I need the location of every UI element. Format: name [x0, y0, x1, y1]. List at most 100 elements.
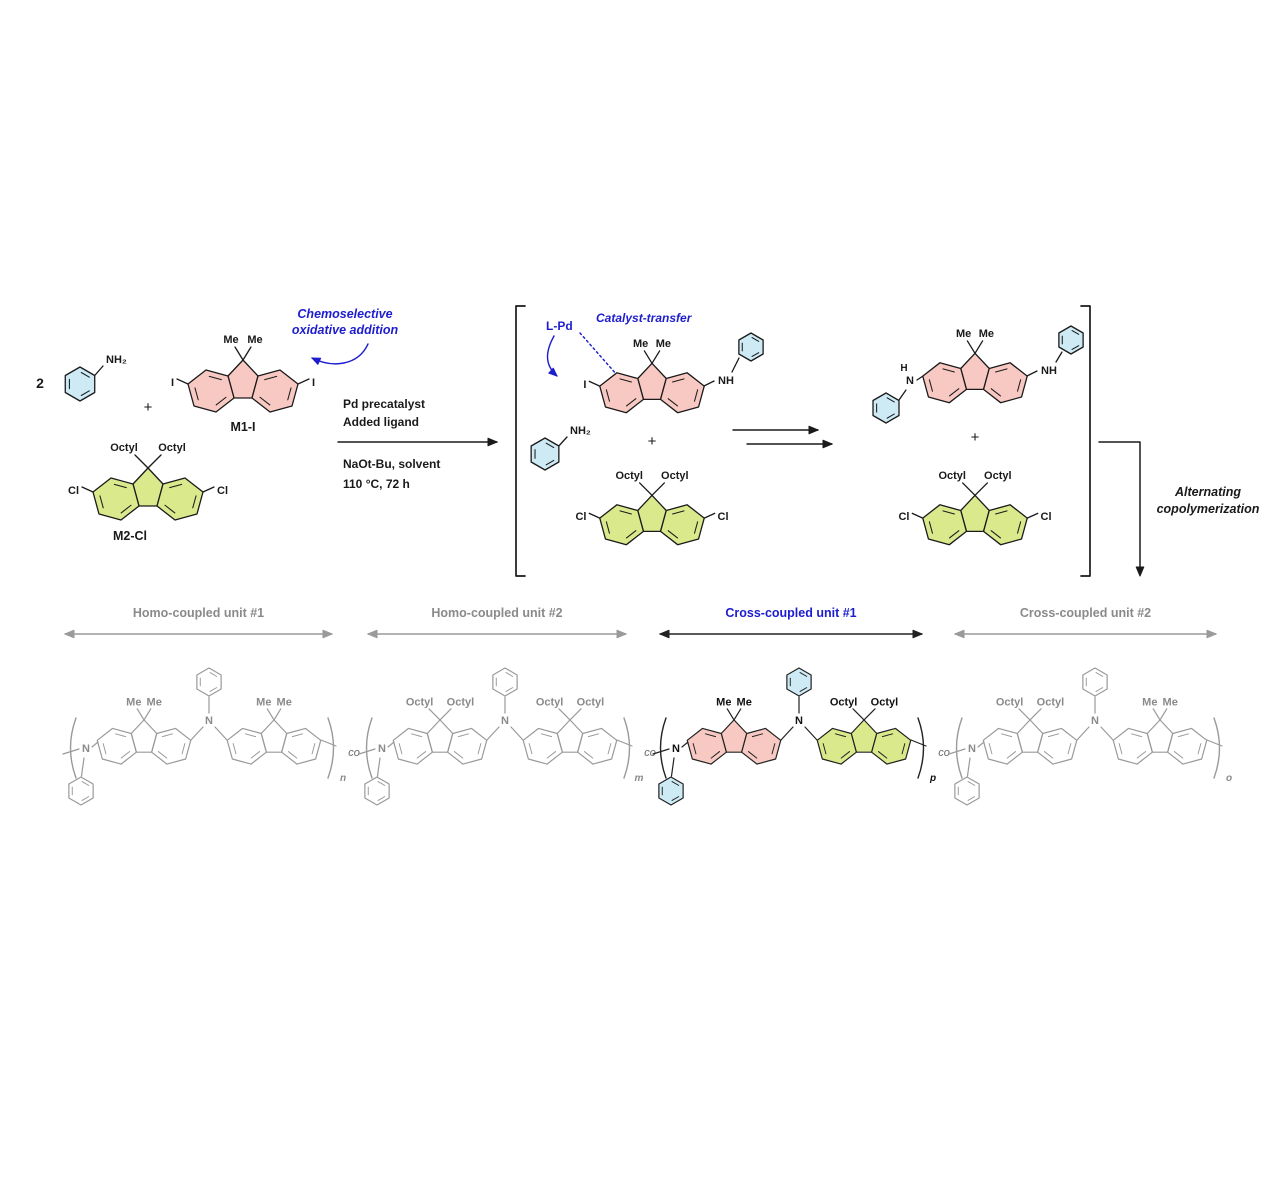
aromatic-inner-bond — [886, 397, 895, 403]
aromatic-inner-bond — [822, 743, 827, 755]
bond — [558, 436, 568, 447]
aromatic-inner-bond — [1006, 751, 1017, 759]
bond — [214, 726, 228, 741]
annotation-alternating: Alternating — [1174, 485, 1241, 499]
bond — [651, 350, 661, 364]
arrowhead — [1135, 566, 1145, 577]
aromatic-inner-bond — [995, 368, 1008, 373]
aromatic-inner-bond — [528, 743, 533, 755]
phenyl-ring — [196, 667, 222, 697]
aromatic-inner-bond — [1000, 733, 1013, 738]
fluorene-benzo-ring — [686, 727, 727, 765]
substituent-label: Octyl — [1037, 696, 1065, 708]
arrowhead — [808, 425, 819, 435]
bond — [439, 708, 452, 721]
parenthesis — [623, 717, 631, 779]
bond — [486, 726, 500, 741]
arrowhead — [912, 629, 923, 639]
substituent-label: Cl — [898, 511, 909, 523]
fluorene-benzo-ring — [281, 727, 322, 765]
aromatic-inner-bond — [1173, 751, 1184, 759]
substituent-label: Octyl — [406, 696, 434, 708]
aromatic-inner-bond — [410, 733, 423, 738]
aromatic-inner-bond — [667, 530, 679, 539]
bond — [190, 726, 204, 741]
fluorene-benzo-ring — [659, 504, 705, 546]
bond — [916, 375, 924, 381]
aromatic-inner-bond — [995, 510, 1008, 515]
substituent-label: Me — [1163, 696, 1178, 708]
aromatic-inner-bond — [99, 495, 104, 509]
bond — [91, 741, 99, 748]
aromatic-inner-bond — [625, 398, 637, 407]
aromatic-inner-bond — [710, 751, 721, 759]
unit-label: Homo-coupled unit #1 — [133, 606, 264, 620]
substituent-label: Me — [147, 696, 162, 708]
bond — [136, 708, 145, 721]
aromatic-inner-bond — [546, 751, 557, 759]
aromatic-inner-bond — [881, 733, 894, 738]
substituent-label: Octyl — [984, 470, 1012, 482]
aromatic-inner-bond — [771, 743, 776, 755]
aromatic-inner-bond — [545, 459, 555, 466]
bond — [176, 378, 189, 385]
bond — [558, 708, 571, 721]
fluorene-benzo-ring — [96, 727, 137, 765]
aromatic-inner-bond — [80, 390, 90, 397]
aromatic-inner-bond — [215, 396, 227, 406]
aromatic-inner-bond — [80, 371, 90, 378]
aromatic-inner-bond — [901, 743, 906, 755]
aromatic-inner-bond — [928, 379, 933, 392]
co-label: co — [644, 747, 656, 759]
aromatic-inner-bond — [747, 751, 758, 759]
fluorene-five-ring — [960, 494, 990, 533]
bond — [966, 757, 971, 777]
aromatic-inner-bond — [1017, 521, 1022, 534]
bond — [81, 486, 94, 493]
substituent-label: Me — [979, 328, 994, 340]
amine-label: NH — [1041, 365, 1057, 377]
amine-label: N — [378, 743, 386, 755]
bond — [358, 748, 376, 755]
bond — [1055, 351, 1063, 363]
substituent-label: Octyl — [938, 470, 966, 482]
aromatic-inner-bond — [377, 781, 386, 786]
amine-label: N — [795, 715, 803, 727]
aromatic-inner-bond — [377, 796, 386, 801]
aromatic-inner-bond — [505, 687, 514, 692]
phenyl-ring — [1082, 667, 1108, 697]
bond — [1026, 370, 1038, 377]
amine-label: N — [82, 743, 90, 755]
aromatic-inner-bond — [194, 387, 199, 401]
aromatic-inner-bond — [1197, 743, 1202, 755]
condition-line: Added ligand — [343, 415, 419, 429]
aromatic-inner-bond — [114, 733, 127, 738]
aromatic-inner-bond — [751, 337, 760, 342]
aromatic-inner-bond — [948, 530, 960, 539]
fluorene-benzo-ring — [599, 372, 645, 414]
annotation-chemoselective: Chemoselective — [297, 307, 392, 321]
annotation-alternating: copolymerization — [1157, 502, 1260, 516]
fluorene-five-ring — [426, 719, 454, 753]
aromatic-inner-bond — [667, 398, 679, 407]
bond — [962, 482, 976, 496]
substituent-label: Octyl — [110, 442, 138, 454]
fluorene-benzo-ring — [522, 727, 563, 765]
lpd-label: L-Pd — [546, 319, 573, 333]
arrowhead — [616, 629, 627, 639]
aromatic-inner-bond — [942, 510, 955, 515]
bond — [911, 512, 924, 519]
aromatic-inner-bond — [619, 378, 632, 383]
amine-label: NH₂ — [106, 354, 127, 366]
aromatic-inner-bond — [886, 413, 895, 419]
bond — [1026, 512, 1039, 519]
substituent-label: Cl — [68, 485, 79, 497]
bond — [1029, 708, 1042, 721]
aromatic-inner-bond — [1071, 330, 1080, 335]
aromatic-inner-bond — [877, 751, 888, 759]
arrowhead — [487, 437, 498, 447]
aromatic-inner-bond — [1017, 379, 1022, 392]
aromatic-inner-bond — [1067, 743, 1072, 755]
substituent-label: Me — [256, 696, 271, 708]
amine-label: N — [1091, 715, 1099, 727]
